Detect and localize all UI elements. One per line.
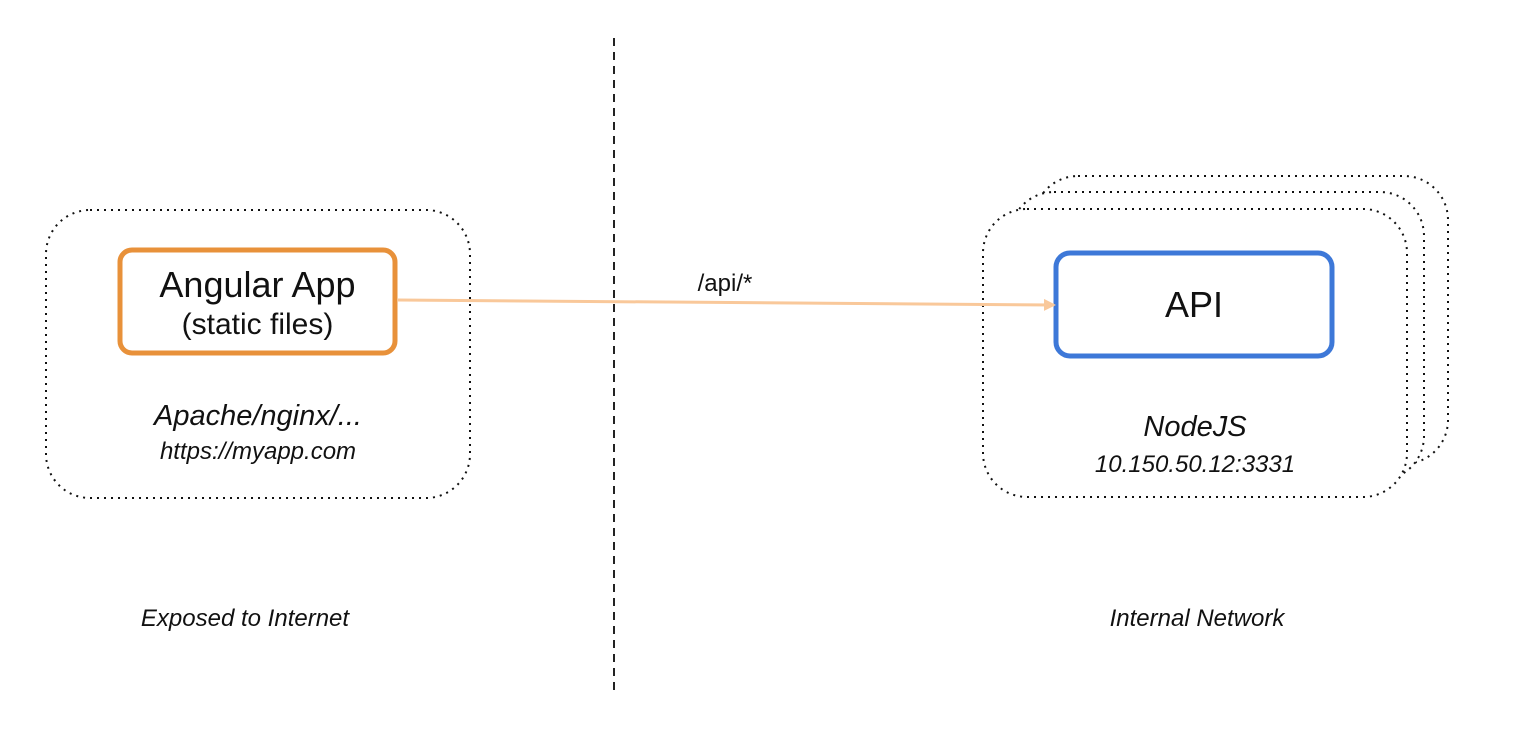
- zone-label-internal: Internal Network: [1109, 605, 1285, 632]
- api-title: API: [1164, 284, 1224, 325]
- zone-label-exposed: Exposed to Internet: [140, 605, 350, 632]
- api-request-arrow: [397, 298, 1056, 311]
- frontend-server-address: https://myapp.com: [159, 438, 357, 465]
- api-box[interactable]: [1053, 250, 1335, 359]
- angular-app-subtitle: (static files): [181, 308, 334, 341]
- backend-server-address: 10.150.50.12:3331: [1094, 451, 1296, 478]
- backend-server-name: NodeJS: [1143, 411, 1247, 443]
- frontend-server-container: [45, 209, 471, 499]
- angular-app-title: Angular App: [159, 264, 356, 305]
- api-route-label: /api/*: [697, 270, 753, 297]
- frontend-server-name: Apache/nginx/...: [154, 400, 362, 432]
- angular-app-box[interactable]: [117, 247, 398, 356]
